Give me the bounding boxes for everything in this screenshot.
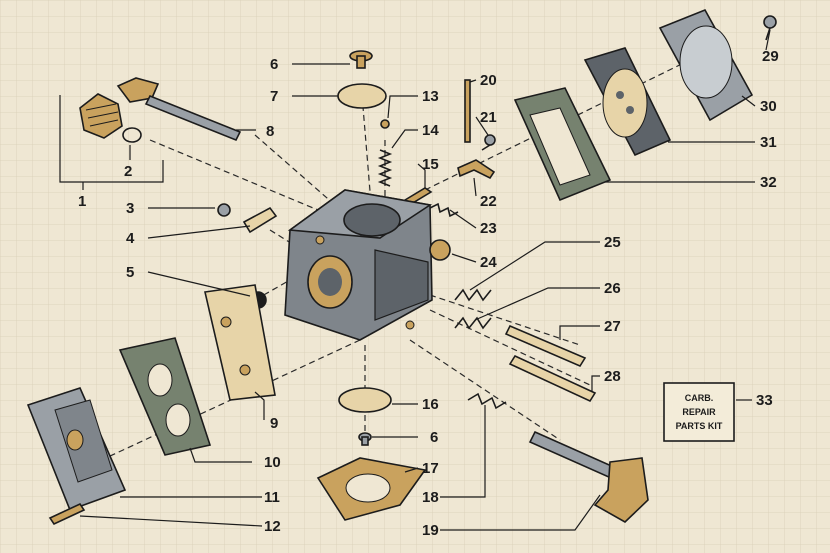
part-choke-shaft xyxy=(528,430,649,523)
callout-6-top: 6 xyxy=(270,56,278,73)
part-flange-gasket xyxy=(316,457,427,521)
callout-25: 25 xyxy=(604,234,621,251)
kit-label-line3: PARTS KIT xyxy=(676,421,723,431)
callout-24: 24 xyxy=(480,254,497,271)
callout-33: 33 xyxy=(756,392,773,409)
part-pump-cover xyxy=(26,387,127,512)
part-throttle-screw-top xyxy=(349,50,373,69)
leader-lines xyxy=(59,29,771,531)
callout-13: 13 xyxy=(422,88,439,105)
part-screw-12 xyxy=(48,502,86,526)
callout-32: 32 xyxy=(760,174,777,191)
part-metering-lever xyxy=(457,159,496,180)
callout-27: 27 xyxy=(604,318,621,335)
part-throttle-disc xyxy=(337,83,387,109)
part-lever-pin xyxy=(464,79,471,143)
part-screw-29 xyxy=(763,15,777,41)
callout-14: 14 xyxy=(422,122,439,139)
part-throttle-shaft xyxy=(116,77,242,142)
callout-9: 9 xyxy=(270,415,278,432)
callout-5: 5 xyxy=(126,264,134,281)
part-spring-18 xyxy=(467,392,507,410)
callout-31: 31 xyxy=(760,134,777,151)
callout-30: 30 xyxy=(760,98,777,115)
callout-17: 17 xyxy=(422,460,439,477)
callout-22: 22 xyxy=(480,193,497,210)
callout-21: 21 xyxy=(480,109,497,126)
part-lever-screw xyxy=(481,134,496,151)
part-choke-disc xyxy=(338,387,392,413)
callout-29: 29 xyxy=(762,48,779,65)
callout-18: 18 xyxy=(422,489,439,506)
part-inlet-fitting xyxy=(79,93,142,143)
callout-4: 4 xyxy=(126,230,135,247)
callout-19: 19 xyxy=(422,522,439,539)
part-spring-14 xyxy=(377,149,393,187)
part-spring-25 xyxy=(454,288,492,302)
part-metering-diaphragm xyxy=(583,47,672,157)
callout-10: 10 xyxy=(264,454,281,471)
callout-labels: 1 2 3 4 5 6 7 8 9 10 11 12 13 14 15 16 6… xyxy=(78,48,779,539)
part-needle-27 xyxy=(504,324,587,368)
part-spring-23 xyxy=(429,202,459,218)
callout-23: 23 xyxy=(480,220,497,237)
part-clip-4 xyxy=(242,206,278,234)
part-repair-kit xyxy=(663,382,735,442)
callout-26: 26 xyxy=(604,280,621,297)
repair-kit-label: CARB. REPAIR PARTS KIT xyxy=(676,393,723,431)
callout-1: 1 xyxy=(78,193,86,210)
part-metering-cover xyxy=(658,8,754,122)
part-screw-3 xyxy=(217,203,231,217)
part-metering-gasket xyxy=(513,87,612,202)
part-check-ball xyxy=(380,119,390,129)
callout-8: 8 xyxy=(266,123,274,140)
callout-15: 15 xyxy=(422,156,439,173)
callout-11: 11 xyxy=(264,489,280,506)
part-choke-screw xyxy=(358,432,372,446)
callout-12: 12 xyxy=(264,518,281,535)
part-needle-28 xyxy=(508,354,597,403)
callout-2: 2 xyxy=(124,163,132,180)
callout-3: 3 xyxy=(126,200,134,217)
kit-label-line2: REPAIR xyxy=(682,407,716,417)
callout-28: 28 xyxy=(604,368,621,385)
callout-6-bottom: 6 xyxy=(430,429,438,446)
callout-20: 20 xyxy=(480,72,497,89)
part-spring-26 xyxy=(454,316,492,330)
part-pump-gasket xyxy=(118,337,212,456)
kit-label-line1: CARB. xyxy=(685,393,714,403)
callout-16: 16 xyxy=(422,396,439,413)
callout-7: 7 xyxy=(270,88,278,105)
part-carburetor-body xyxy=(284,189,433,341)
part-pump-diaphragm xyxy=(204,284,276,401)
part-plug-24 xyxy=(429,239,451,261)
